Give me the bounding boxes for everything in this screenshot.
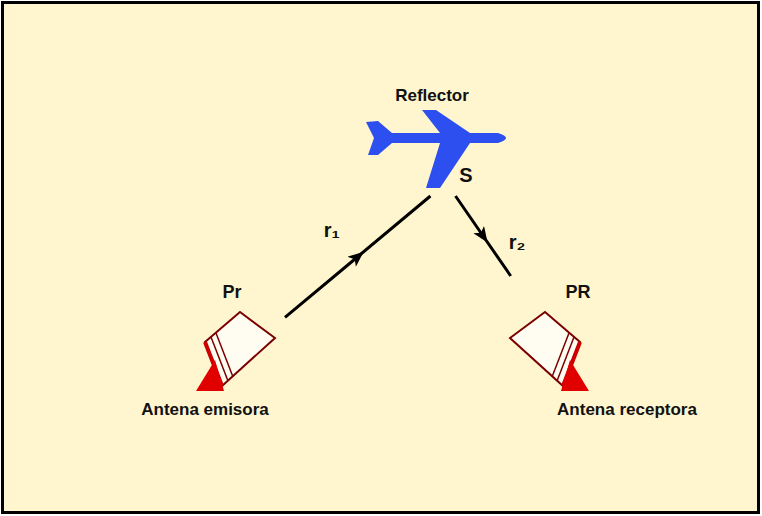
signal-path <box>285 196 430 317</box>
transmit-antenna: PrAntena emisora <box>135 276 285 422</box>
signal-path <box>456 196 511 276</box>
airplane <box>366 110 506 188</box>
reflector-target: ReflectorS <box>360 84 516 196</box>
frame <box>3 3 759 513</box>
horn-stripe <box>552 333 569 377</box>
receive-antenna-symbol <box>510 312 589 391</box>
target-symbol: S <box>459 164 472 187</box>
receive-antenna: PR Antena receptora <box>500 276 705 422</box>
antenna-name: Antena receptora <box>557 400 697 420</box>
antenna-name: Antena emisora <box>141 400 269 420</box>
antenna-base <box>561 360 589 391</box>
power-symbol: PR <box>565 282 590 303</box>
transmit-antenna-symbol <box>196 312 275 391</box>
antenna-base <box>196 360 224 391</box>
path-label: r₁ <box>324 219 340 242</box>
power-symbol: Pr <box>222 282 241 303</box>
path-label: r₂ <box>509 231 526 254</box>
horn-stripe <box>216 333 233 377</box>
target-title: Reflector <box>395 86 469 106</box>
airplane-body <box>366 110 506 188</box>
